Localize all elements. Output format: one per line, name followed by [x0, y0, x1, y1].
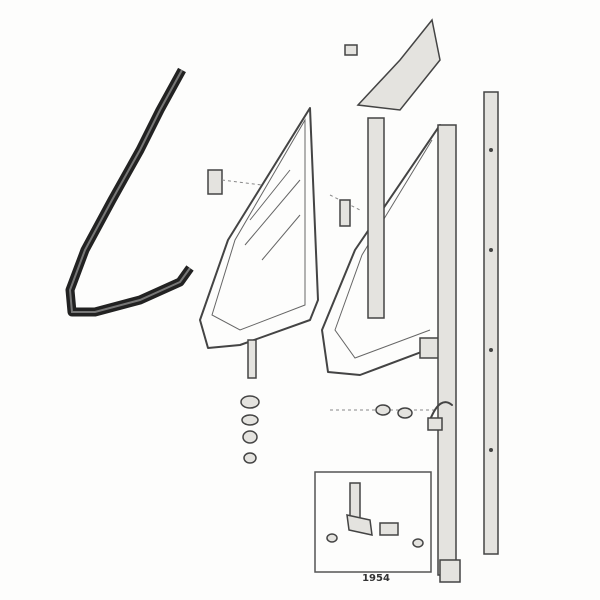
vent-window-frame	[199, 107, 319, 379]
weatherstrip-seal	[65, 67, 194, 317]
vent-post	[427, 124, 461, 583]
glass-run-rail	[483, 91, 499, 555]
pivot-hardware	[240, 199, 413, 464]
division-channel	[344, 18, 441, 319]
inset-1954-detail	[314, 471, 432, 573]
inset-caption: 1954	[362, 573, 390, 584]
